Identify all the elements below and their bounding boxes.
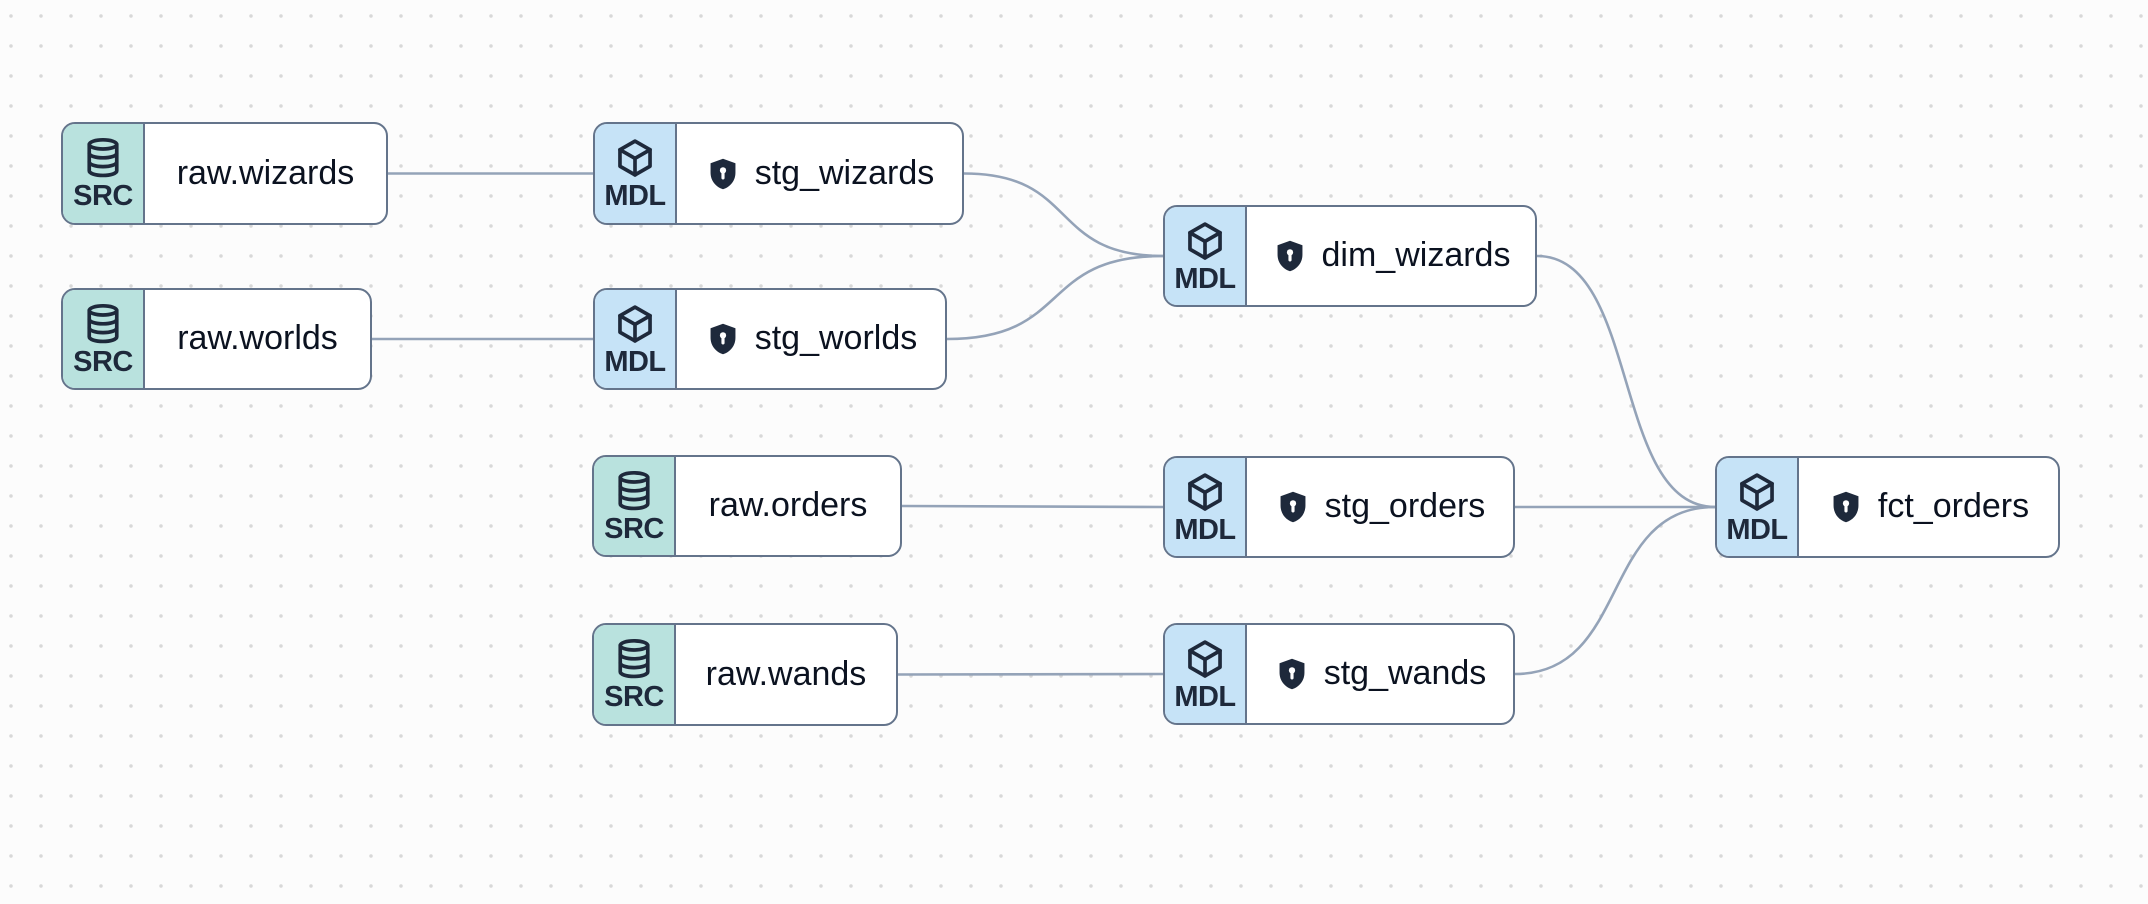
node-body: dim_wizards [1247, 207, 1535, 305]
node-label: raw.wizards [176, 153, 355, 192]
node-label: fct_orders [1877, 487, 2030, 525]
node-stg-wizards[interactable]: MDL stg_wizards [593, 122, 964, 225]
cube-icon [1183, 219, 1227, 263]
database-icon [612, 637, 656, 681]
edge-raw_wands-to-stg_wands [897, 672, 1164, 676]
node-raw-orders[interactable]: SRC raw.orders [592, 455, 902, 557]
node-label: raw.worlds [177, 319, 338, 357]
node-type-label: MDL [1726, 513, 1788, 546]
cube-icon [1735, 470, 1779, 514]
node-type-badge: MDL [1717, 458, 1799, 556]
shield-lock-icon [705, 321, 741, 357]
node-type-label: SRC [73, 180, 133, 212]
node-body: raw.orders [676, 457, 900, 555]
node-type-badge: MDL [1165, 458, 1247, 556]
node-stg-orders[interactable]: MDL stg_orders [1163, 456, 1515, 558]
node-body: raw.wands [676, 625, 896, 724]
database-icon [81, 302, 125, 346]
node-raw-wands[interactable]: SRC raw.wands [592, 623, 898, 726]
node-label: raw.wands [705, 654, 867, 693]
cube-icon [613, 302, 657, 346]
node-type-badge: SRC [594, 625, 676, 724]
edge-stg_worlds-to-dim_wizards [946, 254, 1164, 341]
node-dim-wizards[interactable]: MDL dim_wizards [1163, 205, 1537, 307]
node-stg-wands[interactable]: MDL stg_wands [1163, 623, 1515, 725]
node-type-label: MDL [1174, 680, 1236, 713]
node-body: stg_worlds [677, 290, 945, 388]
node-type-badge: MDL [595, 124, 677, 223]
node-body: stg_wizards [677, 124, 962, 223]
node-body: raw.worlds [145, 290, 370, 388]
shield-lock-icon [1275, 489, 1311, 525]
node-label: stg_wands [1323, 654, 1487, 692]
node-type-label: MDL [1174, 513, 1236, 546]
edge-stg_wizards-to-dim_wizards [963, 172, 1164, 258]
node-type-badge: SRC [594, 457, 676, 555]
node-label: dim_wizards [1321, 236, 1511, 274]
node-type-badge: MDL [1165, 207, 1247, 305]
edge-stg_wands-to-fct_orders [1514, 505, 1716, 676]
shield-lock-icon [705, 156, 741, 192]
cube-icon [1183, 637, 1227, 681]
node-fct-orders[interactable]: MDL fct_orders [1715, 456, 2060, 558]
node-label: stg_wizards [754, 153, 935, 192]
node-type-label: SRC [604, 512, 664, 545]
node-body: stg_orders [1247, 458, 1513, 556]
node-body: fct_orders [1799, 458, 2058, 556]
shield-lock-icon [1828, 489, 1864, 525]
node-type-badge: SRC [63, 124, 145, 223]
shield-lock-icon [1274, 656, 1310, 692]
node-type-badge: MDL [595, 290, 677, 388]
shield-lock-icon [1272, 238, 1308, 274]
database-icon [612, 469, 656, 513]
cube-icon [1183, 470, 1227, 514]
node-label: stg_orders [1324, 487, 1486, 525]
node-raw-wizards[interactable]: SRC raw.wizards [61, 122, 388, 225]
node-type-label: SRC [73, 345, 133, 378]
node-stg-worlds[interactable]: MDL stg_worlds [593, 288, 947, 390]
node-label: raw.orders [708, 486, 868, 524]
node-body: raw.wizards [145, 124, 386, 223]
node-type-badge: MDL [1165, 625, 1247, 723]
database-icon [81, 136, 125, 180]
node-raw-worlds[interactable]: SRC raw.worlds [61, 288, 372, 390]
node-type-label: SRC [604, 681, 664, 713]
node-type-label: MDL [604, 345, 666, 378]
node-body: stg_wands [1247, 625, 1513, 723]
edge-dim_wizards-to-fct_orders [1536, 254, 1716, 509]
node-label: stg_worlds [754, 319, 918, 357]
node-type-badge: SRC [63, 290, 145, 388]
cube-icon [613, 136, 657, 180]
edge-raw_orders-to-stg_orders [901, 504, 1164, 509]
node-type-label: MDL [1174, 262, 1236, 295]
node-type-label: MDL [604, 180, 666, 212]
